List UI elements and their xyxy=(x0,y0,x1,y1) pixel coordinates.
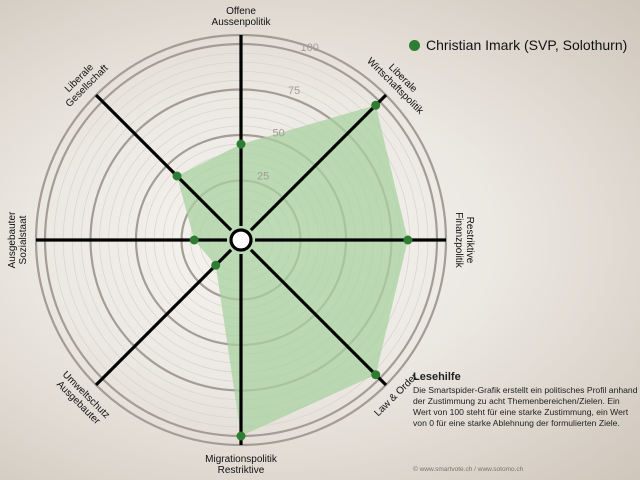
data-point xyxy=(371,370,381,380)
data-point xyxy=(236,139,246,149)
legend-marker xyxy=(409,39,420,51)
ring-labels: 25 50 75 100 xyxy=(257,42,319,182)
axis-label-line: Migrationspolitik xyxy=(205,454,278,465)
data-point xyxy=(403,235,413,245)
legend-series-name: Christian Imark (SVP, Solothurn) xyxy=(426,37,628,53)
data-point xyxy=(371,100,381,110)
axis-spoke xyxy=(249,248,388,387)
axis-label-line: Ausgebauter xyxy=(7,211,18,268)
reading-guide-title: Lesehilfe xyxy=(413,371,461,383)
data-point xyxy=(211,260,221,270)
profile-points xyxy=(172,100,413,441)
axis-label-line: Sozialstaat xyxy=(18,215,29,264)
data-point xyxy=(236,431,246,441)
axis-spokes xyxy=(36,35,446,445)
axis-label-line: Restriktive xyxy=(464,217,475,264)
reading-guide-text: Die Smartspider-Grafik erstellt ein poli… xyxy=(413,385,638,428)
axis-label-line: Aussenpolitik xyxy=(212,17,272,28)
profile-layer xyxy=(177,105,408,437)
center-hub xyxy=(229,228,253,252)
axis-spoke xyxy=(249,93,388,232)
data-point xyxy=(189,235,199,245)
ring-label: 25 xyxy=(257,170,269,182)
axis-label-line: Offene xyxy=(226,6,256,17)
ring-label: 75 xyxy=(288,85,300,97)
legend: Christian Imark (SVP, Solothurn) xyxy=(409,37,627,53)
profile-area xyxy=(177,105,408,437)
reading-guide: Lesehilfe Die Smartspider-Grafik erstell… xyxy=(413,371,638,429)
axis-spoke xyxy=(94,248,233,387)
ring-label: 100 xyxy=(301,42,319,54)
axis-spoke xyxy=(94,93,233,232)
credit-line: © www.smartvote.ch / www.sotomo.ch xyxy=(413,466,524,473)
axis-label-line: Finanzpolitik xyxy=(453,212,464,269)
axis-label-line: Restriktive xyxy=(218,465,265,476)
data-point xyxy=(172,171,182,181)
ring-label: 50 xyxy=(272,128,284,140)
